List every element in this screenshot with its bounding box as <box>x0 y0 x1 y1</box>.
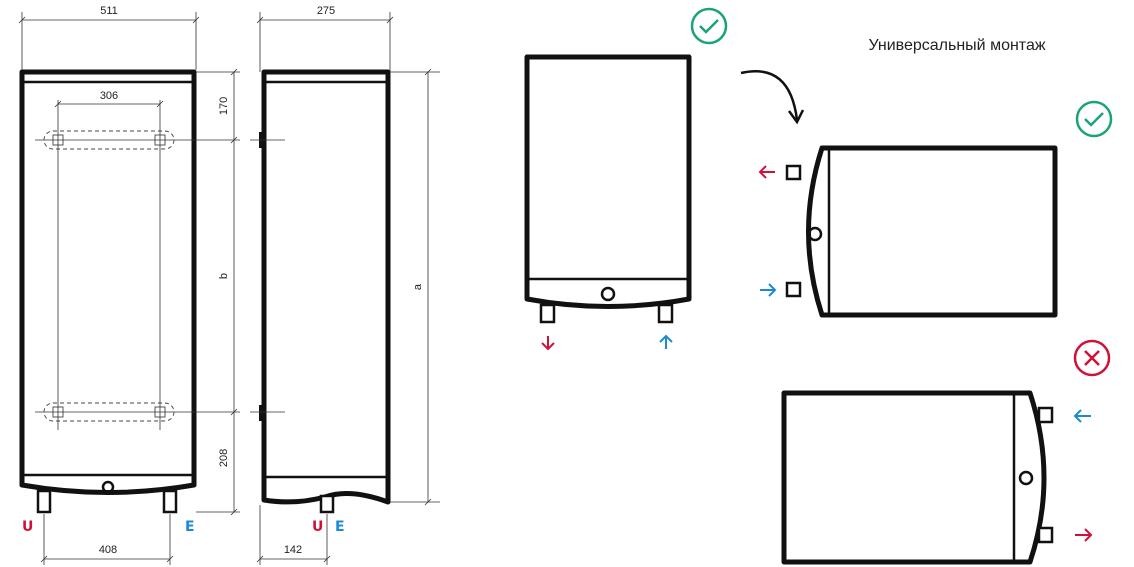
front-indicator-circle <box>101 480 115 494</box>
vertical-mount-option <box>524 7 728 351</box>
horizontal-mount-forbidden <box>781 339 1111 565</box>
curved-arrow-icon <box>740 70 805 125</box>
vertical-tank <box>524 54 692 309</box>
height-dimension: a <box>412 283 424 290</box>
horizontal-mount-allowed <box>758 100 1113 318</box>
top-offset-dimension: 170 <box>218 97 230 115</box>
check-circle-icon <box>690 7 728 45</box>
hot-outlet-arrow-icon <box>1075 528 1093 542</box>
pipe-spacing-dimension: 408 <box>99 544 117 556</box>
width-dimension: 511 <box>100 5 118 17</box>
pipe-depth-dimension: 142 <box>284 544 302 556</box>
universal-mount-title: Универсальный монтаж <box>868 37 1045 54</box>
side-tank-body <box>261 69 391 505</box>
side-outlet-label: U <box>312 519 323 535</box>
bottom-offset-dimension: 208 <box>218 449 230 467</box>
horizontal-tank-forbidden <box>781 390 1047 565</box>
hot-outlet-arrow-icon <box>758 165 775 179</box>
cold-inlet-arrow-icon <box>659 334 673 349</box>
inlet-pipe <box>162 489 178 514</box>
side-bottom-bracket <box>259 405 265 421</box>
bracket-spacing-dimension: 306 <box>100 90 118 102</box>
front-inlet-label: E <box>185 519 195 535</box>
hot-outlet-arrow-icon <box>541 336 555 351</box>
front-outlet-label: U <box>22 519 33 535</box>
depth-dimension: 275 <box>317 5 335 17</box>
side-view: 275 a 142 U E <box>250 5 440 565</box>
horizontal-tank-allowed <box>806 145 1058 318</box>
outlet-pipe <box>36 489 52 514</box>
front-view: 511 306 170 b 2 <box>18 5 240 565</box>
side-pipe <box>319 494 335 514</box>
side-inlet-label: E <box>335 519 345 535</box>
cold-inlet-arrow-icon <box>760 283 777 297</box>
front-tank-body <box>19 69 197 495</box>
bracket-distance-dimension: b <box>218 273 230 279</box>
cross-circle-icon <box>1073 339 1111 377</box>
cold-inlet-arrow-icon <box>1073 409 1091 423</box>
check-circle-icon <box>1075 100 1113 138</box>
